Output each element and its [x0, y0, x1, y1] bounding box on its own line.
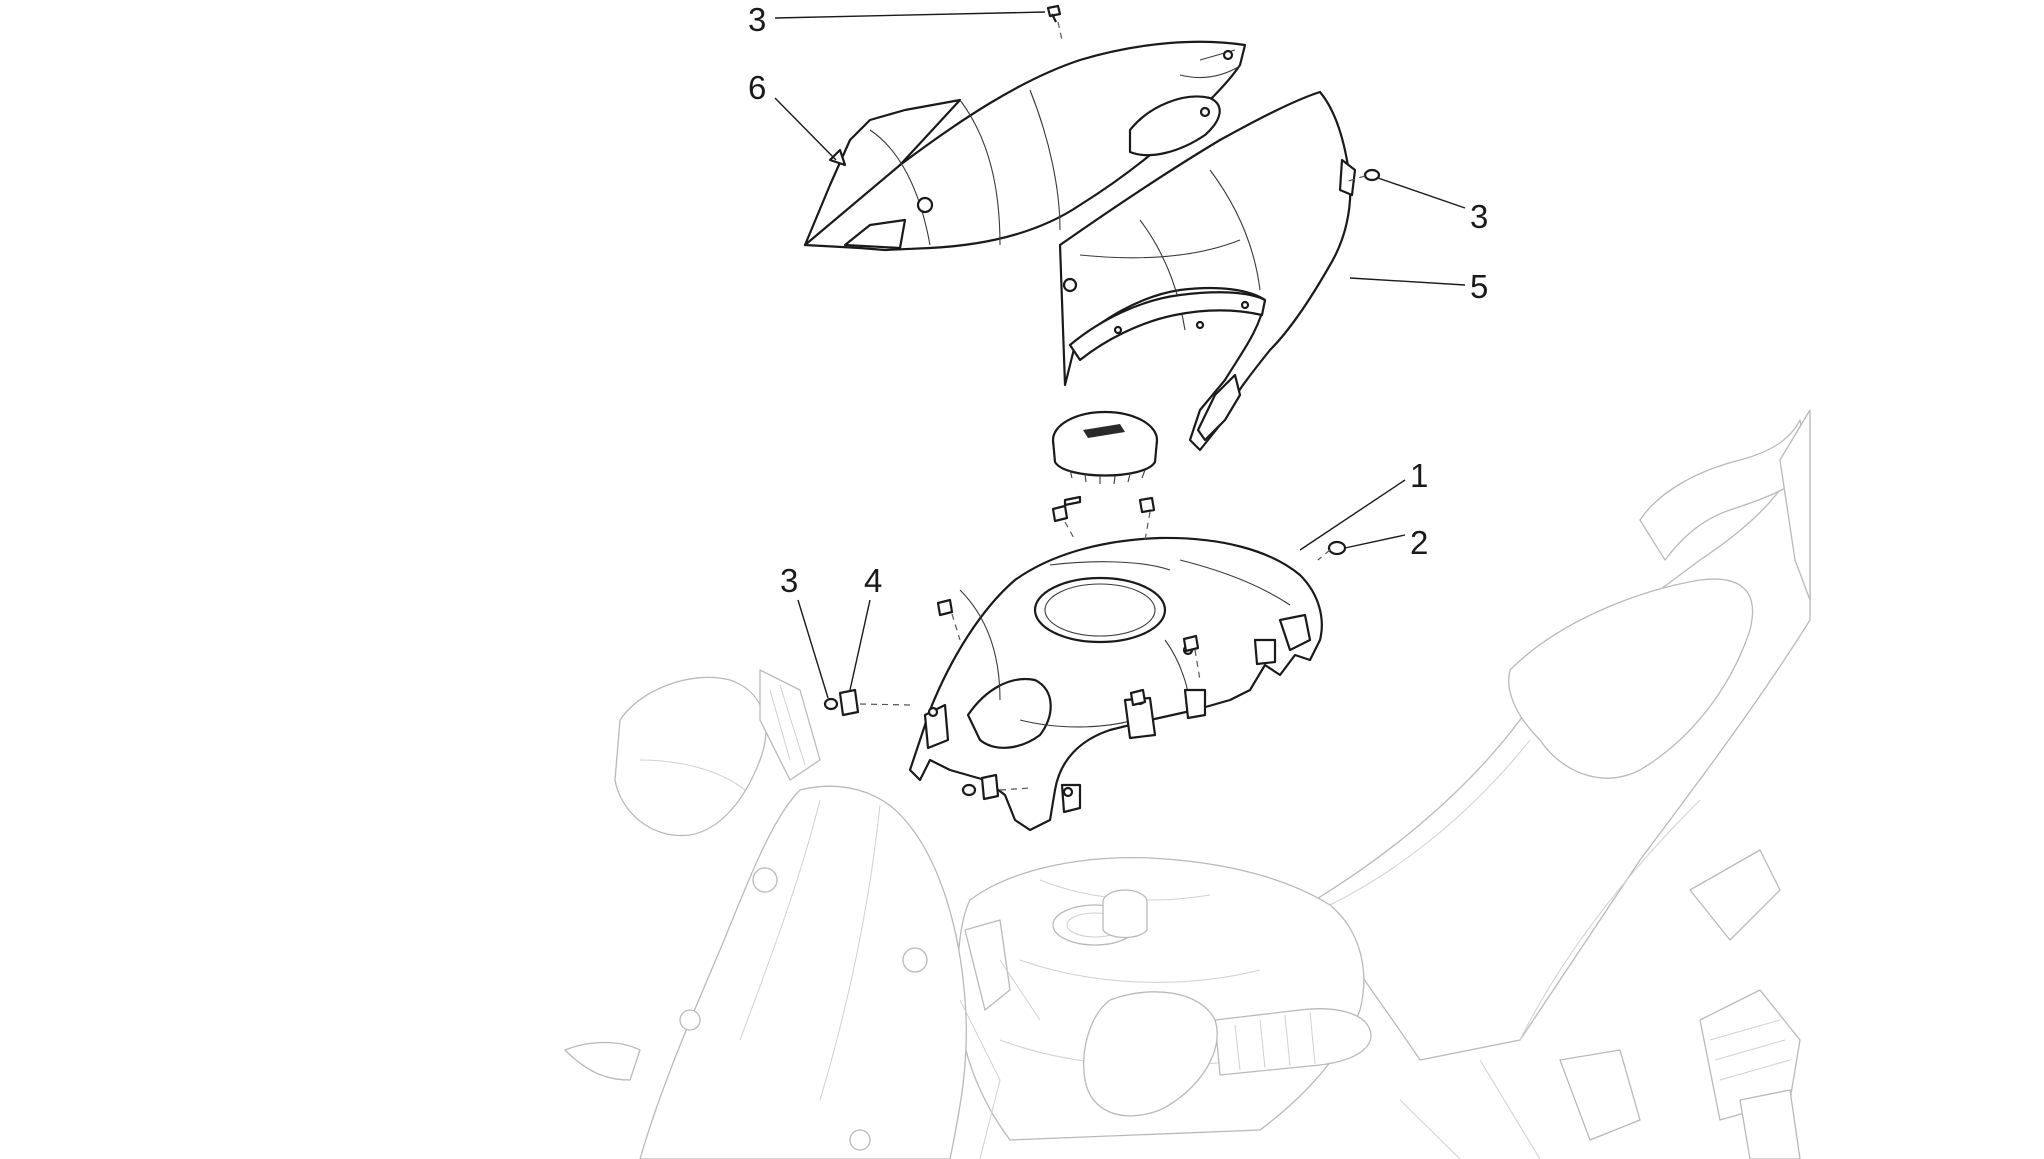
callout-number: 3: [1470, 198, 1488, 235]
callout-labels: 3 6 3 5 1 2 3 4: [748, 1, 1488, 599]
callout-number: 4: [864, 562, 882, 599]
callout-number: 2: [1410, 524, 1428, 561]
callout-number: 6: [748, 69, 766, 106]
callout-number: 5: [1470, 268, 1488, 305]
motorcycle-background: [564, 409, 1811, 1159]
tank-cover: [908, 536, 1323, 832]
callout-number: 3: [748, 1, 766, 38]
right-side-panel: [1058, 90, 1357, 452]
hardware: [823, 4, 1381, 801]
callout-number: 3: [780, 562, 798, 599]
left-side-panel: [803, 40, 1247, 252]
fuel-cap-ring: [1051, 410, 1159, 485]
callout-number: 1: [1410, 457, 1428, 494]
leader-lines: [774, 11, 1466, 699]
